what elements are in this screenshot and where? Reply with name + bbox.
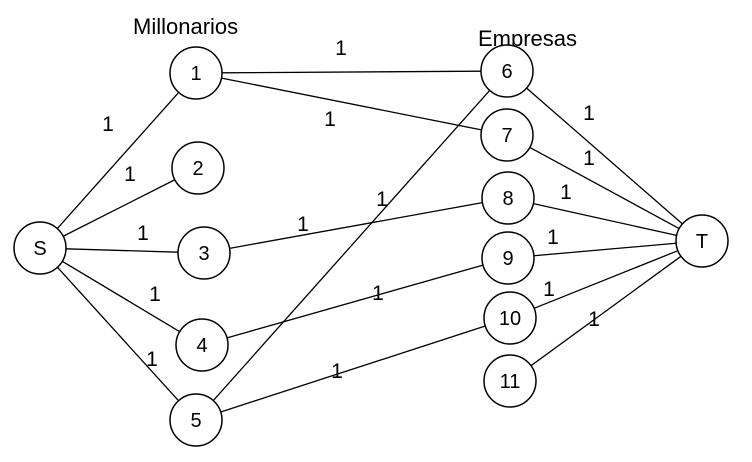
edge-S-2 [62, 179, 176, 237]
node-label-T: T [696, 231, 708, 253]
edge-label-S-4: 1 [149, 283, 161, 306]
edge-label-S-5: 1 [146, 348, 158, 371]
node-T: T [675, 214, 729, 268]
edge-label-7-T: 1 [583, 147, 595, 170]
edge-S-5 [56, 266, 180, 402]
edge-label-S-2: 1 [124, 163, 136, 186]
edge-5-10 [220, 325, 486, 413]
node-circle-9 [481, 231, 535, 285]
edge-S-3 [65, 248, 179, 253]
node-label-1: 1 [190, 63, 201, 85]
node-label-7: 7 [501, 125, 512, 147]
node-circle-4 [175, 318, 229, 372]
edge-label-3-8: 1 [297, 213, 309, 236]
edge-6-T [526, 87, 683, 225]
node-circle-8 [481, 171, 535, 225]
node-S: S [13, 221, 67, 275]
node-label-8: 8 [502, 188, 513, 210]
node-circle-5 [169, 393, 223, 447]
edge-label-5-6: 1 [376, 188, 388, 211]
node-circle-3 [177, 226, 231, 280]
header-millonarios: Millonarios [133, 14, 238, 39]
node-circle-1 [169, 46, 223, 100]
edge-8-T [533, 202, 677, 237]
node-circle-2 [171, 141, 225, 195]
node-label-11: 11 [500, 371, 521, 393]
node-5: 5 [169, 393, 223, 447]
node-8: 8 [481, 171, 535, 225]
edge-label-8-T: 1 [560, 181, 572, 204]
node-10: 10 [483, 291, 537, 345]
edge-label-10-T: 1 [543, 278, 555, 301]
edge-label-6-T: 1 [583, 102, 595, 125]
node-label-4: 4 [196, 335, 207, 357]
node-4: 4 [175, 318, 229, 372]
node-circle-6 [480, 44, 534, 98]
edge-label-S-3: 1 [137, 222, 149, 245]
node-9: 9 [481, 231, 535, 285]
edge-label-4-9: 1 [372, 282, 384, 305]
node-label-2: 2 [192, 158, 203, 180]
edge-4-9 [226, 264, 484, 339]
node-circle-7 [480, 108, 534, 162]
node-11: 11 [483, 354, 537, 408]
edge-label-1-7: 1 [324, 108, 336, 131]
node-label-3: 3 [198, 243, 209, 265]
node-circle-11 [483, 354, 537, 408]
edge-1-7 [221, 77, 482, 131]
edge-label-1-6: 1 [335, 37, 347, 60]
node-label-10: 10 [499, 308, 521, 330]
edge-S-4 [61, 260, 181, 333]
node-label-5: 5 [190, 410, 201, 432]
node-label-9: 9 [502, 248, 513, 270]
edge-label-S-1: 1 [102, 113, 114, 136]
edge-label-11-T: 1 [588, 308, 600, 331]
edge-7-T [529, 146, 680, 230]
edge-9-T [533, 242, 677, 257]
edge-5-6 [212, 89, 491, 402]
node-label-S: S [33, 238, 46, 260]
node-6: 6 [480, 44, 534, 98]
edge-label-5-10: 1 [331, 360, 343, 383]
edge-10-T [533, 250, 679, 309]
node-2: 2 [171, 141, 225, 195]
node-label-6: 6 [501, 61, 512, 83]
edge-S-1 [56, 91, 180, 230]
edges-layer [56, 70, 683, 413]
node-1: 1 [169, 46, 223, 100]
edge-3-8 [229, 201, 483, 250]
node-circle-T [675, 214, 729, 268]
node-circle-S [13, 221, 67, 275]
header-empresas: Empresas [478, 26, 577, 51]
edge-1-6 [221, 70, 482, 74]
edge-label-9-T: 1 [547, 226, 559, 249]
edge-11-T [530, 255, 682, 367]
node-3: 3 [177, 226, 231, 280]
node-7: 7 [480, 108, 534, 162]
node-circle-10 [483, 291, 537, 345]
